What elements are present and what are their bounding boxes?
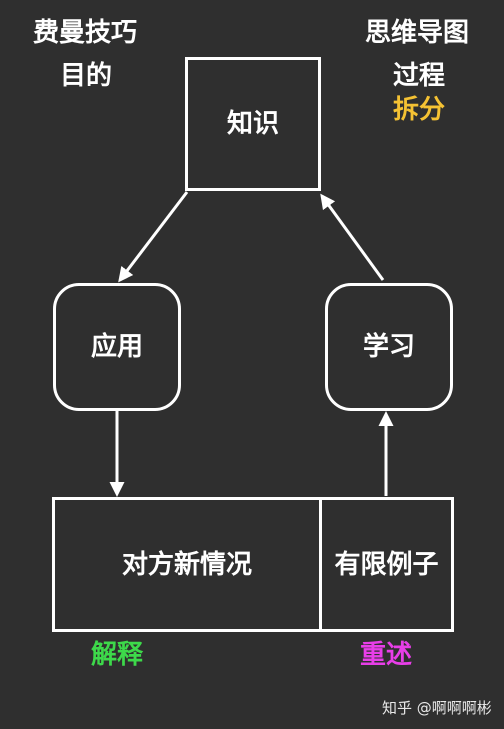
node-new-situation: 对方新情况 — [52, 497, 322, 632]
node-new-situation-label: 对方新情况 — [121, 549, 252, 580]
header-right-subtitle: 过程 — [392, 61, 446, 91]
arrow-learn-to-knowledge — [320, 193, 385, 281]
arrow-knowledge-to-apply — [118, 191, 189, 283]
node-knowledge-label: 知识 — [226, 109, 279, 139]
watermark-text: 知乎 @啊啊啊彬 — [382, 699, 492, 717]
node-limited-examples: 有限例子 — [319, 497, 454, 632]
header-right-highlight: 拆分 — [392, 95, 446, 125]
footer-explain: 解释 — [90, 640, 144, 670]
header-left-subtitle: 目的 — [59, 61, 113, 91]
footer-restate: 重述 — [359, 640, 413, 670]
node-knowledge: 知识 — [185, 57, 321, 191]
node-learn: 学习 — [325, 283, 453, 411]
node-learn-label: 学习 — [362, 332, 415, 362]
node-apply: 应用 — [53, 283, 181, 411]
node-apply-label: 应用 — [90, 332, 143, 362]
node-limited-examples-label: 有限例子 — [334, 549, 439, 580]
header-left-title: 费曼技巧 — [33, 18, 138, 48]
header-right-title: 思维导图 — [365, 18, 470, 48]
